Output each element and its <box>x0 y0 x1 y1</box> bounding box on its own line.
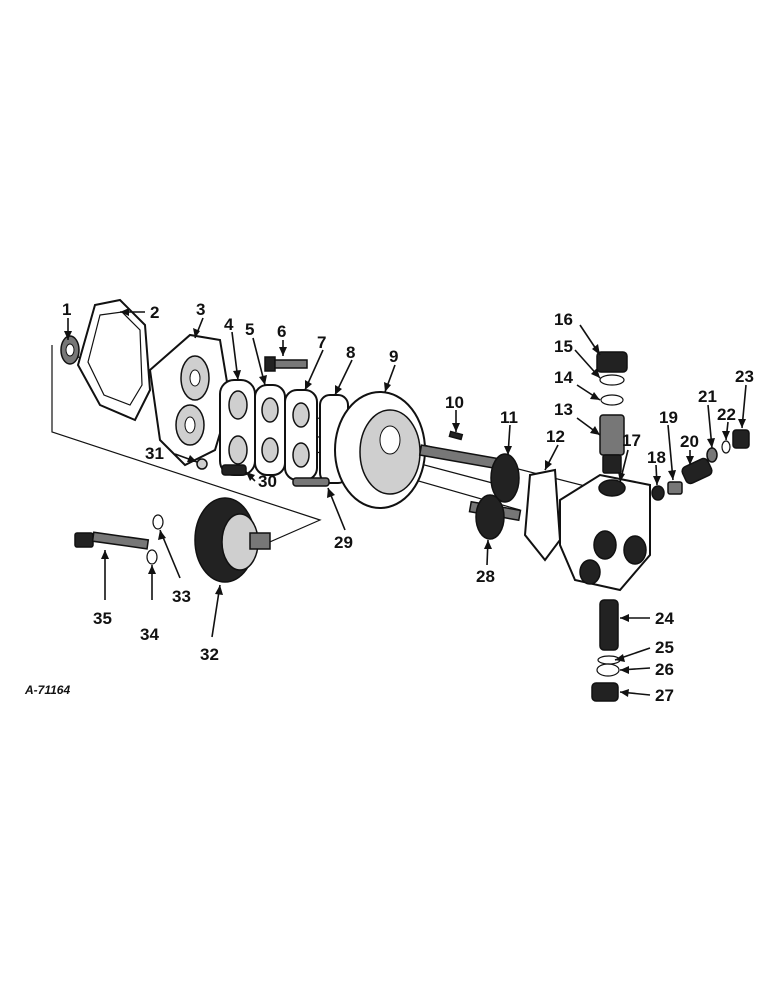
callout-22: 22 <box>717 405 736 424</box>
part-18-plunger <box>651 485 665 501</box>
callout-27: 27 <box>655 686 674 705</box>
part-10-key <box>448 430 464 441</box>
part-6-bolt <box>264 356 308 372</box>
drawing-code: A-71164 <box>24 683 70 697</box>
leader-arrows <box>64 308 746 697</box>
callout-33: 33 <box>172 587 191 606</box>
part-27-plug <box>591 682 619 702</box>
callout-8: 8 <box>346 343 355 362</box>
callout-11: 11 <box>500 408 518 427</box>
callout-15: 15 <box>554 337 573 356</box>
callout-1: 1 <box>62 300 71 319</box>
callout-3: 3 <box>196 300 205 319</box>
part-26-washer <box>596 663 620 677</box>
callout-26: 26 <box>655 660 674 679</box>
callout-25: 25 <box>655 638 674 657</box>
callout-16: 16 <box>554 310 573 329</box>
part-21-washer <box>706 447 718 463</box>
part-4-plate <box>219 379 256 476</box>
callout-24: 24 <box>655 609 674 628</box>
part-29-pin <box>292 477 330 487</box>
part-7-plate <box>284 389 318 481</box>
callout-31: 31 <box>145 444 164 463</box>
callout-13: 13 <box>554 400 573 419</box>
part-2-gasket <box>76 298 152 422</box>
part-32-gear <box>194 497 271 583</box>
part-30-spring <box>221 464 247 476</box>
part-28-driven-gear <box>468 494 522 540</box>
callout-28: 28 <box>476 567 495 586</box>
callout-21: 21 <box>698 387 717 406</box>
callout-30: 30 <box>258 472 277 491</box>
part-12-gasket <box>523 468 562 562</box>
part-19-shim <box>667 481 683 495</box>
part-34-washer <box>146 549 158 565</box>
callout-6: 6 <box>277 322 286 341</box>
callout-34: 34 <box>140 625 159 644</box>
part-23-plug <box>732 429 750 449</box>
callout-32: 32 <box>200 645 219 664</box>
part-16-cap <box>596 351 628 373</box>
part-11-drive-gear <box>418 444 520 503</box>
part-9-body <box>334 391 426 509</box>
part-15-ring <box>599 374 625 386</box>
callout-17: 17 <box>622 431 641 450</box>
callout-18: 18 <box>647 448 666 467</box>
part-33-washer <box>152 514 164 530</box>
callout-labels: 1 2 3 4 5 6 7 8 9 10 11 12 13 14 15 16 1… <box>62 300 754 705</box>
callout-20: 20 <box>680 432 699 451</box>
callout-5: 5 <box>245 320 254 339</box>
callout-35: 35 <box>93 609 112 628</box>
part-31-ball <box>196 458 208 470</box>
part-1-seal <box>60 335 80 365</box>
callout-10: 10 <box>445 393 464 412</box>
callout-19: 19 <box>659 408 678 427</box>
callout-14: 14 <box>554 368 573 387</box>
part-14-ring <box>600 394 624 406</box>
part-24-spring <box>599 599 619 651</box>
callout-12: 12 <box>546 427 565 446</box>
callout-9: 9 <box>389 347 398 366</box>
part-13-valve <box>599 414 625 474</box>
callout-29: 29 <box>334 533 353 552</box>
part-35-bolt <box>74 531 150 550</box>
part-5-plate <box>254 384 286 476</box>
part-17-valve-housing <box>559 473 651 592</box>
callout-7: 7 <box>317 333 326 352</box>
callout-4: 4 <box>224 315 234 334</box>
part-22-ring <box>721 440 731 454</box>
callout-23: 23 <box>735 367 754 386</box>
callout-2: 2 <box>150 303 159 322</box>
